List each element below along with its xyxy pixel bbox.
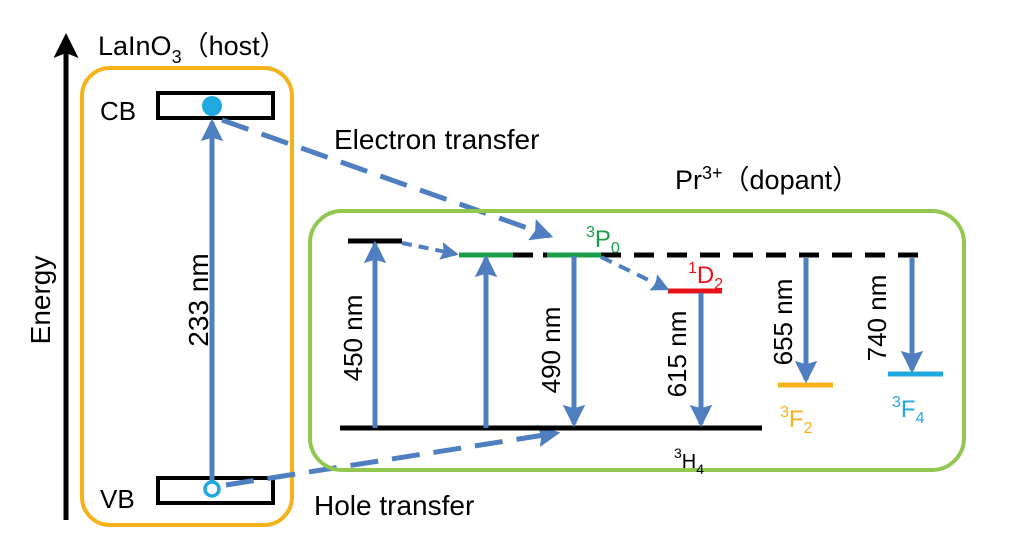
dopant-box: [308, 209, 966, 472]
transition-740-label: 740 nm: [862, 275, 892, 362]
relax-arrow-3p0-to-1d2: [600, 255, 670, 291]
level-1d2-label: 1D2: [688, 260, 723, 293]
level-3f2-label: 3F2: [780, 404, 813, 437]
transition-490-label: 490 nm: [536, 307, 566, 394]
transition-450-label: 450 nm: [338, 295, 368, 382]
hole-circle: [203, 480, 221, 498]
hole-transfer-arrow: [225, 424, 561, 488]
host-gap-label: 233 nm: [183, 253, 214, 346]
energy-axis-label: Energy: [25, 256, 56, 345]
vb-label: VB: [100, 484, 135, 514]
host-box: [80, 66, 294, 527]
level-3p0-label: 3P0: [586, 224, 620, 257]
electron-transfer-label: Electron transfer: [334, 124, 539, 155]
level-3h4-label: 3H4: [674, 445, 704, 477]
hole-transfer-label: Hole transfer: [314, 490, 474, 521]
transition-655-label: 655 nm: [768, 279, 798, 366]
transition-615-label: 615 nm: [662, 311, 692, 398]
relax-arrow-excited-to-3p0: [401, 241, 459, 260]
electron-dot: [202, 96, 222, 116]
host-title: LaInO3（host）: [98, 31, 287, 67]
cb-label: CB: [100, 96, 136, 126]
dopant-title: Pr3+（dopant）: [675, 163, 859, 195]
level-3f4-label: 3F4: [892, 394, 925, 427]
electron-transfer-arrow: [221, 117, 554, 241]
